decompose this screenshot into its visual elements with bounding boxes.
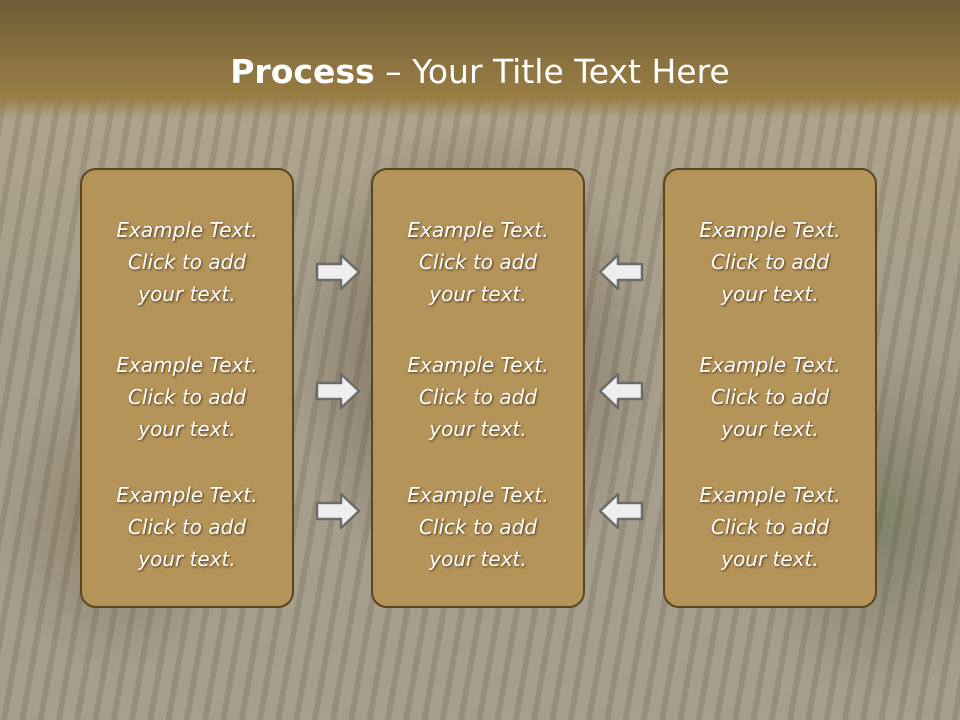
process-box-left[interactable]: Example Text. Click to add your text. Ex… xyxy=(80,168,294,608)
text-block[interactable]: Example Text. Click to add your text. xyxy=(82,214,292,310)
text-line: Example Text. xyxy=(116,483,258,507)
text-line: your text. xyxy=(429,417,527,441)
text-line: Example Text. xyxy=(699,483,841,507)
text-line: Example Text. xyxy=(407,483,549,507)
text-line: Click to add xyxy=(710,515,830,539)
title-bar xyxy=(0,0,960,118)
text-block[interactable]: Example Text. Click to add your text. xyxy=(82,479,292,575)
text-line: your text. xyxy=(429,282,527,306)
text-line: your text. xyxy=(721,282,819,306)
text-block[interactable]: Example Text. Click to add your text. xyxy=(373,349,583,445)
text-line: Click to add xyxy=(418,250,538,274)
text-block[interactable]: Example Text. Click to add your text. xyxy=(82,349,292,445)
title-rest: – Your Title Text Here xyxy=(374,52,730,91)
text-line: your text. xyxy=(721,417,819,441)
process-box-center[interactable]: Example Text. Click to add your text. Ex… xyxy=(371,168,585,608)
text-block[interactable]: Example Text. Click to add your text. xyxy=(665,214,875,310)
process-box-right[interactable]: Example Text. Click to add your text. Ex… xyxy=(663,168,877,608)
text-line: Example Text. xyxy=(407,218,549,242)
text-line: Example Text. xyxy=(699,218,841,242)
text-line: Example Text. xyxy=(407,353,549,377)
text-line: your text. xyxy=(138,282,236,306)
text-block[interactable]: Example Text. Click to add your text. xyxy=(373,479,583,575)
text-line: Click to add xyxy=(127,515,247,539)
text-line: Click to add xyxy=(418,385,538,409)
text-line: Click to add xyxy=(127,385,247,409)
text-line: Example Text. xyxy=(116,218,258,242)
text-line: your text. xyxy=(138,547,236,571)
text-line: Click to add xyxy=(418,515,538,539)
text-line: Click to add xyxy=(710,250,830,274)
text-line: your text. xyxy=(721,547,819,571)
arrow-right-icon[interactable] xyxy=(315,491,361,531)
arrow-right-icon[interactable] xyxy=(315,371,361,411)
text-line: Click to add xyxy=(710,385,830,409)
text-line: Example Text. xyxy=(116,353,258,377)
arrow-left-icon[interactable] xyxy=(598,252,644,292)
arrow-left-icon[interactable] xyxy=(598,491,644,531)
slide-title[interactable]: Process – Your Title Text Here xyxy=(0,52,960,91)
title-strong: Process xyxy=(230,52,375,91)
arrow-left-icon[interactable] xyxy=(598,371,644,411)
text-block[interactable]: Example Text. Click to add your text. xyxy=(373,214,583,310)
text-block[interactable]: Example Text. Click to add your text. xyxy=(665,349,875,445)
text-line: Example Text. xyxy=(699,353,841,377)
text-line: your text. xyxy=(138,417,236,441)
arrow-right-icon[interactable] xyxy=(315,252,361,292)
text-block[interactable]: Example Text. Click to add your text. xyxy=(665,479,875,575)
text-line: Click to add xyxy=(127,250,247,274)
text-line: your text. xyxy=(429,547,527,571)
